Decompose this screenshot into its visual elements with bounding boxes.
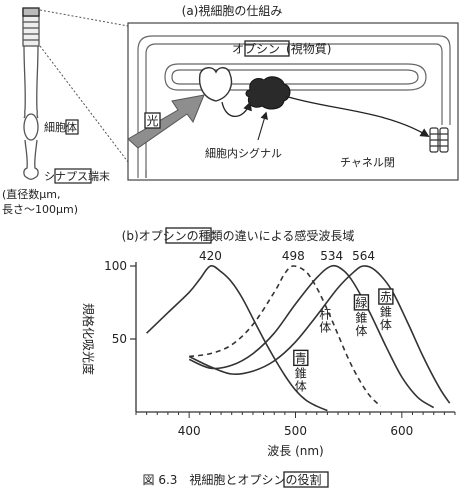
series-label-boxed-char: 赤	[380, 290, 392, 304]
series-line-green-cone	[188, 264, 435, 409]
series-label-red-cone: 錐体	[380, 304, 392, 332]
signal-protein	[245, 76, 291, 110]
synapse-terminal	[25, 176, 37, 180]
y-tick-label: 100	[104, 259, 127, 273]
peak-label-green-cone: 534	[320, 249, 343, 263]
opsin-molecule	[198, 67, 233, 102]
boxed-text: ナプス	[55, 170, 88, 183]
series-line-rod	[189, 265, 382, 407]
absorbance-chart: 400 500 600 50 100 波長 (nm) 規格化吸光度 420 498 534 564 青…	[81, 249, 456, 458]
nucleus	[23, 113, 39, 141]
light-arrow	[127, 94, 205, 149]
series-label-box	[293, 349, 309, 367]
light-label-box	[144, 112, 161, 129]
axon-left	[23, 139, 28, 178]
disc-outer	[164, 63, 427, 91]
x-axis-label: 波長 (nm)	[267, 444, 323, 458]
series-label-green-cone: 錐体	[355, 310, 367, 338]
membrane-outer	[137, 35, 451, 178]
series-label-boxed-char: 緑	[355, 295, 367, 310]
label-box	[54, 168, 92, 184]
channel-closed-label: チャネル閉	[340, 156, 395, 169]
boxed-text: プシン	[151, 229, 187, 243]
disc-membranes	[137, 35, 451, 178]
figure-caption: 図 6.3 視細胞とオプシンの役割	[143, 472, 322, 487]
dims-line1: (直径数μm,	[2, 187, 61, 201]
x-tick-label: 400	[178, 424, 201, 438]
series-label-char: 体	[380, 318, 392, 332]
axon-right	[34, 139, 39, 178]
label-box	[65, 119, 79, 135]
zoom-line-bottom	[39, 45, 129, 163]
boxed-text: プシン	[249, 473, 285, 487]
y-axis-label: 規格化吸光度	[81, 303, 96, 375]
light-label: 光	[146, 114, 158, 128]
panel-b-title: (b)オプシンの種類の違いによる感受波長域	[122, 228, 355, 243]
series-label-box	[353, 294, 370, 311]
series-label-rod: 杆体	[319, 308, 331, 335]
label-box	[165, 227, 212, 244]
panel-a: (a)視細胞の仕組み 細胞体 シナプス端末 (直径数μm, 長さ～100μm)	[2, 3, 459, 216]
series-line-red-cone	[188, 265, 451, 404]
intracellular-signal-label: 細胞内シグナル	[205, 146, 282, 160]
series-label-char: 錐	[295, 365, 307, 380]
panel-b: (b)オプシンの種類の違いによる感受波長域 400 500 600 50 100 波長 (…	[81, 227, 456, 458]
ion-channel-icon	[429, 127, 449, 153]
inner-segment-left	[23, 45, 26, 119]
series-label-char: 体	[319, 321, 331, 335]
series-label-char: 体	[355, 324, 367, 338]
peak-label-rod: 498	[282, 249, 305, 263]
disc-inner	[171, 69, 419, 85]
series-line-blue-cone	[146, 265, 328, 412]
series-label-char: 杆	[319, 308, 331, 322]
boxed-char: 体	[66, 120, 77, 134]
panel-a-title: (a)視細胞の仕組み	[182, 3, 283, 18]
label-box	[244, 40, 290, 57]
series-label-box	[378, 288, 394, 305]
series-label-blue-cone: 錐体	[295, 365, 307, 393]
opsin-label: オプシン(視物質)	[232, 41, 331, 56]
peak-label-red-cone: 564	[352, 249, 375, 263]
x-tick-label: 600	[390, 424, 413, 438]
zoom-line-top	[39, 9, 129, 27]
label-box	[283, 471, 329, 488]
series-label-boxed-char: 青	[295, 351, 307, 365]
series-label-char: 錐	[380, 304, 392, 319]
membrane-inner	[145, 43, 443, 178]
dims-line2: 長さ～100μm)	[2, 203, 78, 216]
peak-label-blue-cone: 420	[199, 249, 222, 263]
y-tick-label: 50	[112, 332, 127, 346]
inner-segment-right	[36, 45, 39, 119]
cell-body-label: 細胞体	[44, 120, 77, 134]
activation-arrow	[221, 101, 252, 118]
x-tick-label: 500	[284, 424, 307, 438]
highlight-box	[22, 7, 40, 17]
synapse-label: シナプス端末	[44, 169, 110, 183]
signal-pointer-arrow	[257, 111, 268, 141]
boxed-text: プシン	[244, 42, 280, 56]
photoreceptor-cell	[22, 7, 40, 180]
closing-arrow	[284, 95, 430, 137]
series-label-char: 錐	[355, 310, 367, 325]
series-label-char: 体	[295, 379, 307, 393]
